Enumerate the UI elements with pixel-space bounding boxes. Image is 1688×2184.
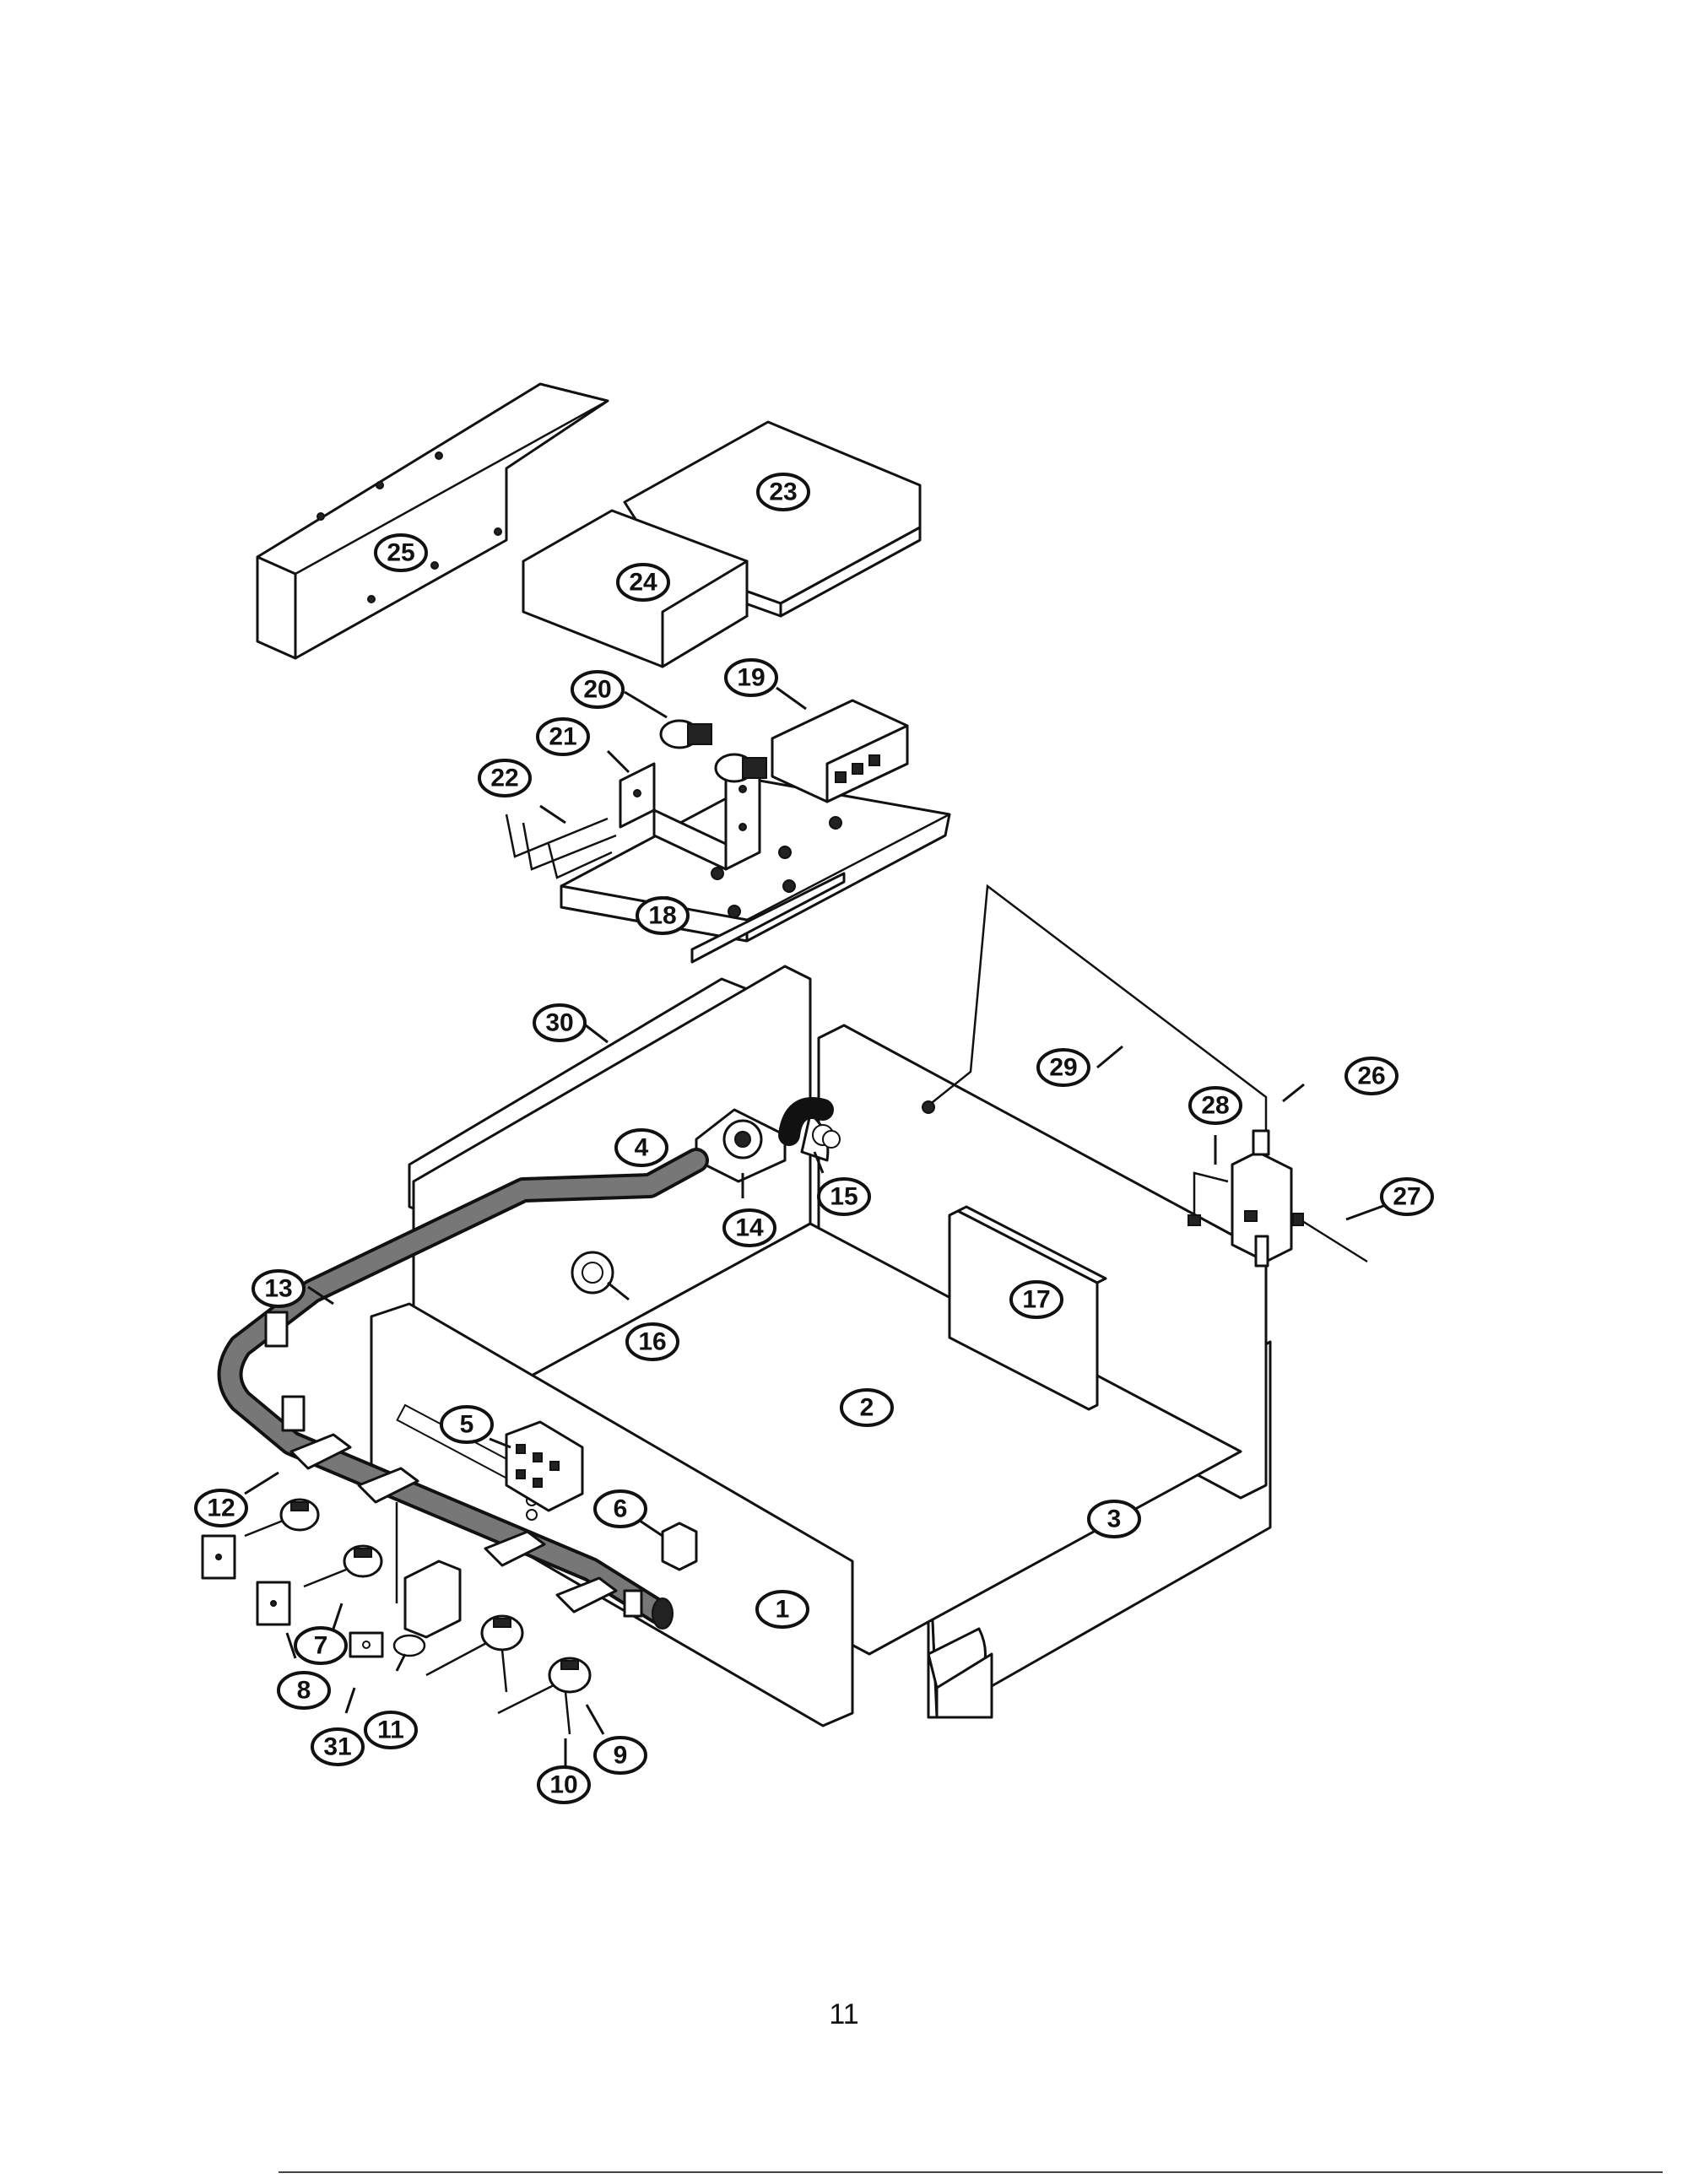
part-25-trim-channel	[256, 382, 609, 660]
part-2-chassis	[370, 965, 1268, 1727]
callout-17: 17	[1009, 1280, 1063, 1319]
part-26-regulator	[1231, 1129, 1293, 1268]
svg-text:4: 4	[635, 1134, 649, 1162]
part-19-ignition-module	[771, 699, 909, 803]
part-14-manifold-fitting	[695, 1108, 787, 1183]
callout-9: 9	[593, 1736, 647, 1775]
part-31-gasket	[349, 1631, 384, 1658]
part-9-10-valves	[425, 1614, 592, 1735]
part-7-valves	[244, 1498, 383, 1588]
callout-13: 13	[252, 1269, 306, 1308]
svg-text:5: 5	[460, 1411, 474, 1439]
part-22-tubes	[505, 814, 617, 879]
svg-text:26: 26	[1357, 1062, 1385, 1090]
svg-text:23: 23	[769, 478, 797, 506]
part-11-thermostat	[392, 1502, 462, 1657]
callout-24: 24	[616, 563, 670, 602]
svg-text:10: 10	[549, 1771, 577, 1799]
svg-text:30: 30	[545, 1009, 573, 1037]
callout-3: 3	[1087, 1500, 1141, 1538]
svg-text:11: 11	[377, 1716, 404, 1744]
callout-26: 26	[1344, 1057, 1399, 1095]
svg-text:29: 29	[1049, 1054, 1077, 1082]
part-5-terminal-block	[505, 1420, 584, 1512]
svg-text:16: 16	[638, 1328, 666, 1356]
callout-5: 5	[440, 1405, 494, 1444]
svg-text:18: 18	[648, 902, 676, 930]
leader-lines	[244, 686, 1393, 1768]
callout-4: 4	[614, 1128, 668, 1167]
svg-text:1: 1	[776, 1596, 790, 1624]
callout-30: 30	[533, 1003, 587, 1042]
callout-7: 7	[294, 1626, 348, 1665]
callout-23: 23	[756, 473, 810, 511]
part-21-bracket	[619, 758, 761, 871]
callout-21: 21	[536, 717, 590, 756]
svg-text:25: 25	[387, 539, 414, 567]
part-8-bezels	[201, 1534, 291, 1626]
callout-20: 20	[571, 670, 625, 709]
callout-10: 10	[537, 1765, 591, 1804]
callout-12: 12	[194, 1489, 248, 1527]
callout-11: 11	[364, 1711, 418, 1749]
callout-1: 1	[755, 1590, 809, 1629]
callout-22: 22	[478, 759, 532, 797]
footer-rule	[279, 2171, 1663, 2173]
svg-text:7: 7	[314, 1632, 328, 1660]
svg-text:9: 9	[614, 1742, 628, 1770]
callout-2: 2	[840, 1388, 894, 1427]
svg-text:31: 31	[323, 1733, 351, 1761]
svg-text:14: 14	[735, 1214, 764, 1242]
part-6-switch	[661, 1522, 698, 1571]
callout-18: 18	[636, 896, 690, 935]
svg-text:20: 20	[583, 676, 611, 704]
callout-28: 28	[1188, 1086, 1242, 1125]
svg-text:22: 22	[490, 765, 518, 792]
svg-text:12: 12	[207, 1495, 235, 1522]
svg-text:8: 8	[297, 1677, 311, 1705]
svg-text:2: 2	[860, 1394, 874, 1422]
svg-text:3: 3	[1107, 1506, 1122, 1533]
svg-text:21: 21	[549, 723, 576, 751]
svg-text:28: 28	[1201, 1092, 1229, 1120]
callout-31: 31	[311, 1727, 365, 1766]
part-27-tube	[1292, 1213, 1368, 1263]
part-28-tube	[1188, 1171, 1229, 1226]
part-20-solenoid-valves	[659, 719, 767, 783]
svg-text:27: 27	[1393, 1183, 1420, 1211]
callout-25: 25	[374, 533, 428, 572]
part-16-grommet	[571, 1251, 614, 1295]
part-29-tube	[922, 884, 1268, 1131]
callout-27: 27	[1380, 1177, 1434, 1216]
callout-6: 6	[593, 1489, 647, 1528]
callout-29: 29	[1036, 1048, 1090, 1087]
callout-15: 15	[817, 1177, 871, 1216]
svg-text:17: 17	[1022, 1286, 1050, 1314]
svg-text:6: 6	[614, 1495, 628, 1523]
svg-text:19: 19	[737, 664, 765, 692]
callout-19: 19	[724, 658, 778, 697]
page-number: 11	[829, 1998, 859, 2030]
callout-8: 8	[277, 1671, 331, 1710]
svg-text:24: 24	[629, 569, 657, 597]
callout-16: 16	[625, 1322, 679, 1361]
part-15-flex-hose	[778, 1097, 841, 1149]
svg-text:13: 13	[264, 1275, 292, 1303]
part-12-hose-clips	[289, 1433, 643, 1618]
callout-14: 14	[722, 1208, 776, 1247]
svg-text:15: 15	[830, 1183, 858, 1211]
